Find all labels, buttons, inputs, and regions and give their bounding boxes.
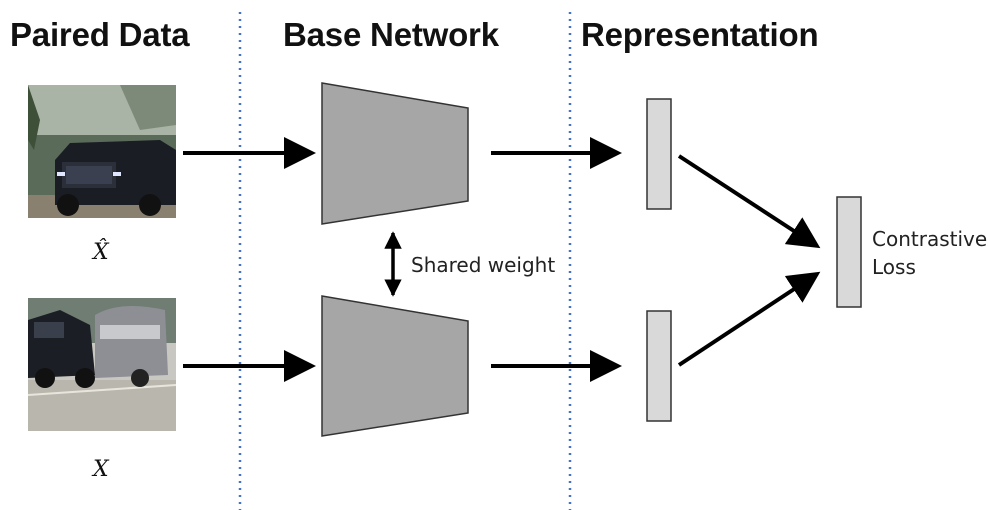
contrastive-loss-line1: Contrastive (872, 227, 988, 251)
input-image-top (28, 85, 176, 218)
encoder-bottom (321, 295, 469, 437)
shared-weight-label: Shared weight (411, 253, 556, 277)
arrow-rep-to-loss-top (677, 154, 821, 249)
contrastive-loss-label: Contrastive Loss (872, 225, 987, 281)
contrastive-loss-box (836, 196, 862, 308)
heading-paired-data: Paired Data (10, 16, 190, 53)
heading-representation: Representation (581, 16, 819, 53)
representation-top (646, 98, 672, 210)
input-image-bottom (27, 298, 177, 431)
contrastive-loss-line2: Loss (872, 255, 916, 279)
representation-bottom (646, 310, 672, 422)
input-label-x: X (93, 457, 109, 482)
encoder-top (321, 82, 469, 225)
arrow-rep-to-loss-bottom (677, 271, 821, 367)
heading-base-network: Base Network (283, 16, 499, 53)
input-label-x-hat: X̂ (93, 240, 109, 265)
